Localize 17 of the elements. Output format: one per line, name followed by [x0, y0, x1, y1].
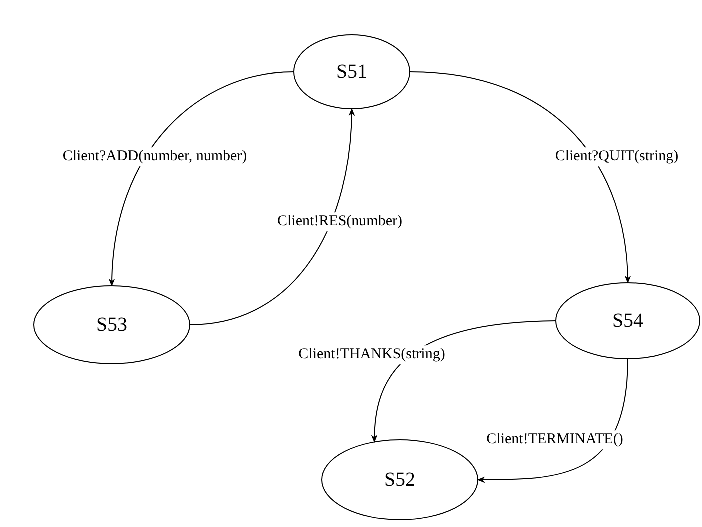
arrow: [477, 358, 628, 484]
edge-label: Client!TERMINATE(): [486, 432, 624, 448]
state-ellipse: [34, 286, 190, 364]
state-label: S52: [384, 468, 416, 492]
state-label: S53: [96, 312, 128, 338]
state-label: S51: [336, 60, 368, 84]
arrow: [410, 72, 631, 284]
state-label: S54: [612, 308, 644, 334]
state-ellipse: [294, 34, 410, 110]
edge-label: Client?ADD(number, number): [62, 148, 248, 165]
state-ellipse: [322, 440, 478, 520]
arrow: [190, 108, 355, 326]
edge-label: Client!THANKS(string): [298, 346, 446, 363]
edge-label: Client!RES(number): [278, 214, 402, 230]
arrow: [109, 72, 294, 287]
edge-label: Client?QUIT(string): [555, 148, 679, 165]
state-ellipse: [556, 282, 700, 360]
